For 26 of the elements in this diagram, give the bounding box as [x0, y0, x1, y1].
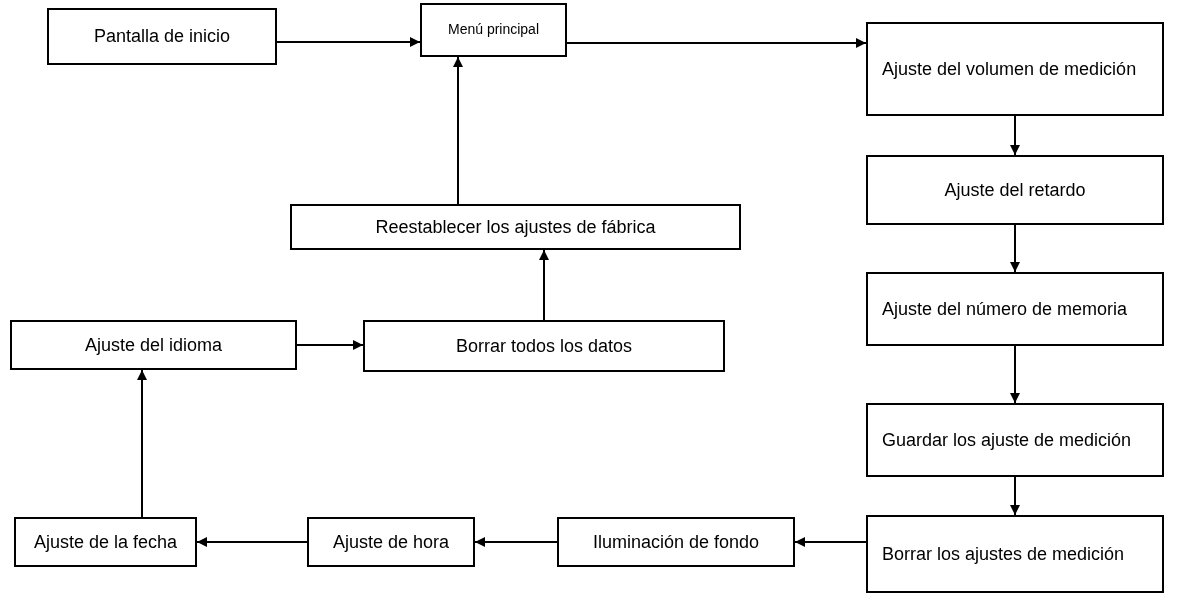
arrow [196, 537, 308, 547]
process-box: Pantalla de inicio [47, 8, 277, 65]
process-box: Ajuste del volumen de medición [866, 22, 1164, 116]
arrow [794, 537, 867, 547]
process-box: Ajuste del idioma [10, 320, 297, 370]
arrow [1010, 115, 1020, 156]
process-box: Ajuste del retardo [866, 155, 1164, 225]
process-box: Iluminación de fondo [557, 517, 795, 567]
arrow [474, 537, 558, 547]
arrow [1010, 476, 1020, 516]
process-box: Ajuste de la fecha [14, 517, 197, 567]
arrow [296, 340, 364, 350]
process-box: Ajuste del número de memoria [866, 272, 1164, 346]
arrow [539, 249, 549, 321]
arrow [276, 37, 421, 47]
arrow [1010, 224, 1020, 273]
process-box: Ajuste de hora [307, 517, 475, 567]
arrow [137, 369, 147, 518]
process-box: Borrar todos los datos [363, 320, 725, 372]
arrow [566, 38, 867, 48]
process-box: Reestablecer los ajustes de fábrica [290, 204, 741, 250]
arrow [453, 56, 463, 205]
process-box: Menú principal [420, 3, 567, 57]
process-box: Borrar los ajustes de medición [866, 515, 1164, 593]
process-box: Guardar los ajuste de medición [866, 403, 1164, 477]
arrow [1010, 345, 1020, 404]
